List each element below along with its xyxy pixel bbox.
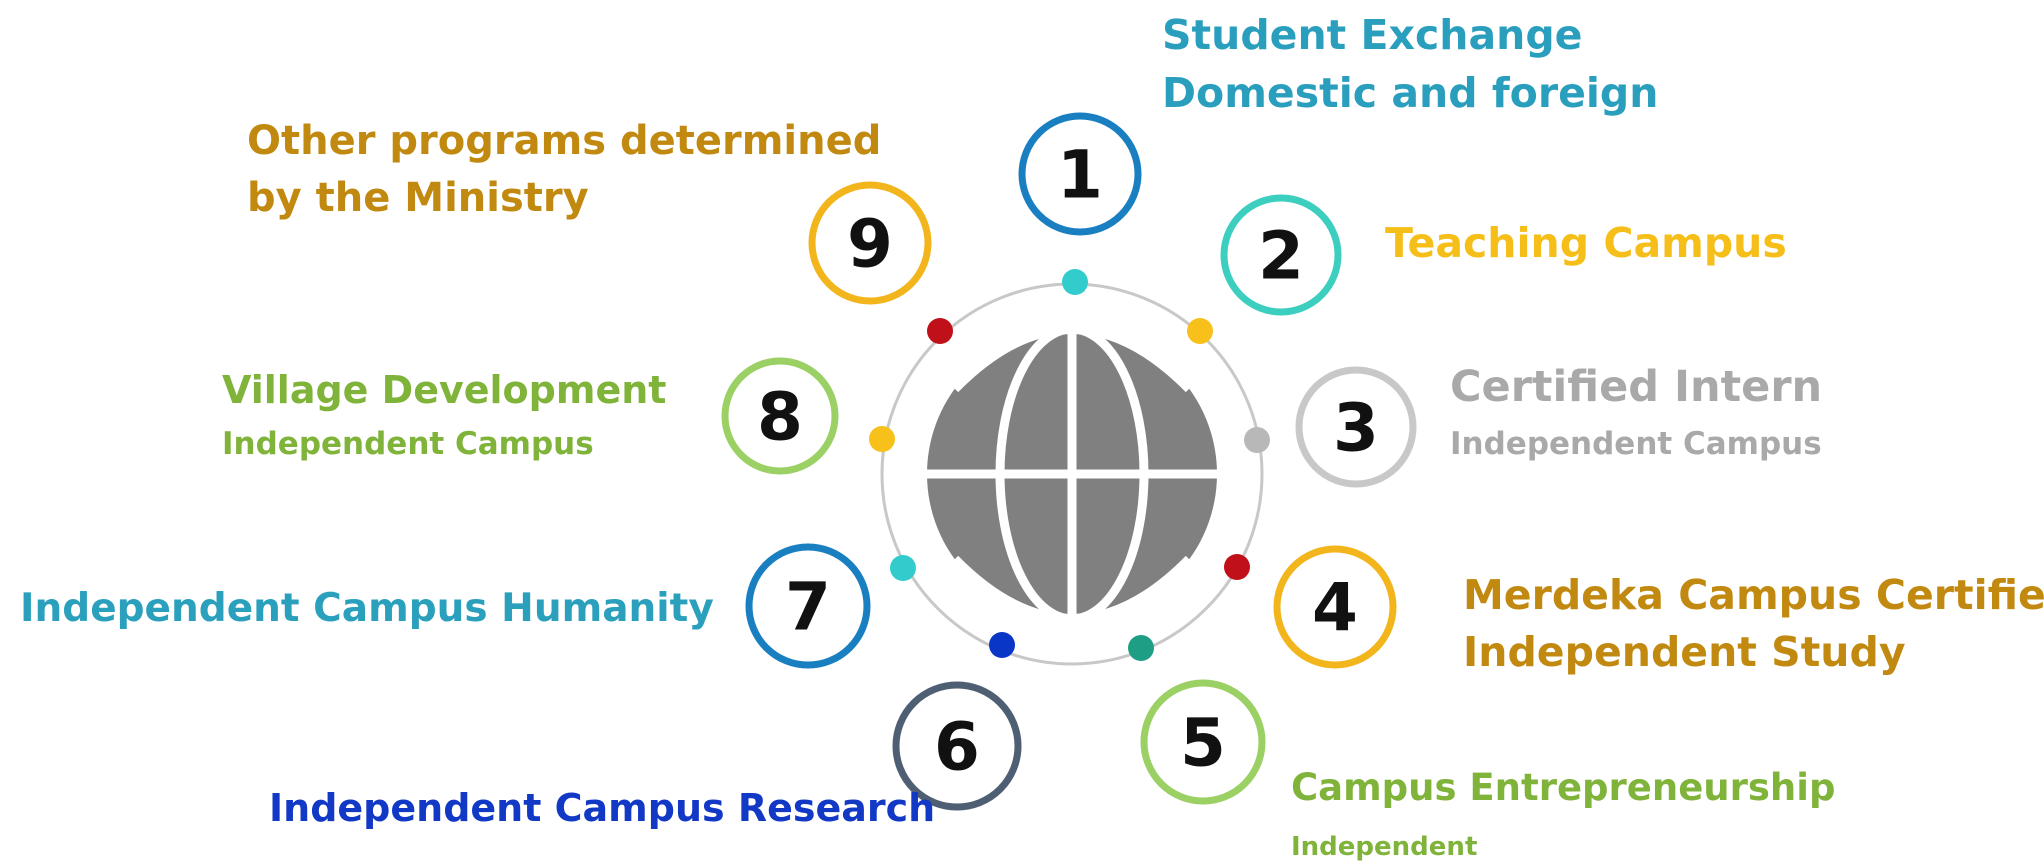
- orbit-dot: [1224, 554, 1250, 580]
- program-title-4-line2: Independent Study: [1463, 628, 1906, 677]
- program-title-7: Independent Campus Humanity: [20, 586, 714, 631]
- program-ring-1: 1: [1018, 112, 1142, 236]
- program-number-4: 4: [1312, 570, 1358, 647]
- program-ring-7: 7: [745, 543, 871, 669]
- program-title-8: Village Development: [222, 368, 667, 412]
- program-title-6: Independent Campus Research: [269, 786, 936, 830]
- orbit-dot: [1187, 318, 1213, 344]
- program-label-7: Independent Campus Humanity: [20, 589, 714, 628]
- program-ring-2: 2: [1220, 194, 1342, 316]
- program-number-6: 6: [934, 709, 980, 786]
- program-title-1-line2: Domestic and foreign: [1162, 69, 1659, 118]
- program-label-6: Independent Campus Research: [269, 789, 935, 827]
- program-title-9-line2: by the Ministry: [247, 174, 589, 221]
- program-number-9: 9: [847, 206, 893, 283]
- program-title-9-line1: Other programs determined: [247, 118, 882, 164]
- program-label-8: Village Development Independent Campus: [222, 371, 666, 460]
- program-title-2: Teaching Campus: [1385, 219, 1787, 267]
- orbit-dot: [1062, 269, 1088, 295]
- program-title-4-line1: Merdeka Campus Certified: [1463, 571, 2044, 619]
- program-title-3: Certified Intern: [1450, 362, 1823, 412]
- program-number-5: 5: [1180, 705, 1226, 782]
- orbit-dot: [989, 632, 1015, 658]
- program-ring-3: 3: [1295, 366, 1417, 488]
- program-ring-5: 5: [1140, 679, 1266, 805]
- program-number-7: 7: [785, 569, 831, 646]
- program-subtitle-5: Independent: [1291, 832, 1478, 862]
- orbit-dot: [1244, 427, 1270, 453]
- program-label-4: Merdeka Campus Certified Independent Stu…: [1463, 567, 2044, 682]
- program-label-2: Teaching Campus: [1385, 223, 1787, 264]
- program-ring-6: 6: [892, 681, 1022, 811]
- program-ring-9: 9: [808, 181, 932, 305]
- program-title-5: Campus Entrepreneurship: [1291, 766, 1836, 809]
- program-label-5: Campus Entrepreneurship Independent: [1291, 769, 1835, 860]
- program-label-3: Certified Intern Independent Campus: [1450, 366, 1822, 460]
- program-number-8: 8: [757, 379, 803, 456]
- orbit-dot: [869, 426, 895, 452]
- program-title-1-line1: Student Exchange: [1162, 11, 1583, 59]
- program-label-1: Student Exchange Domestic and foreign: [1162, 6, 1658, 122]
- globe-icon: [927, 324, 1217, 624]
- program-number-1: 1: [1057, 137, 1103, 214]
- orbit-dot: [1128, 635, 1154, 661]
- program-number-3: 3: [1333, 390, 1379, 467]
- orbit-dot: [927, 318, 953, 344]
- program-ring-8: 8: [721, 357, 839, 475]
- program-ring-4: 4: [1273, 545, 1397, 669]
- program-subtitle-8: Independent Campus: [222, 426, 594, 462]
- program-subtitle-3: Independent Campus: [1450, 426, 1822, 462]
- program-label-9: Other programs determined by the Ministr…: [247, 113, 881, 227]
- program-number-2: 2: [1258, 218, 1304, 295]
- orbit-dot: [890, 555, 916, 581]
